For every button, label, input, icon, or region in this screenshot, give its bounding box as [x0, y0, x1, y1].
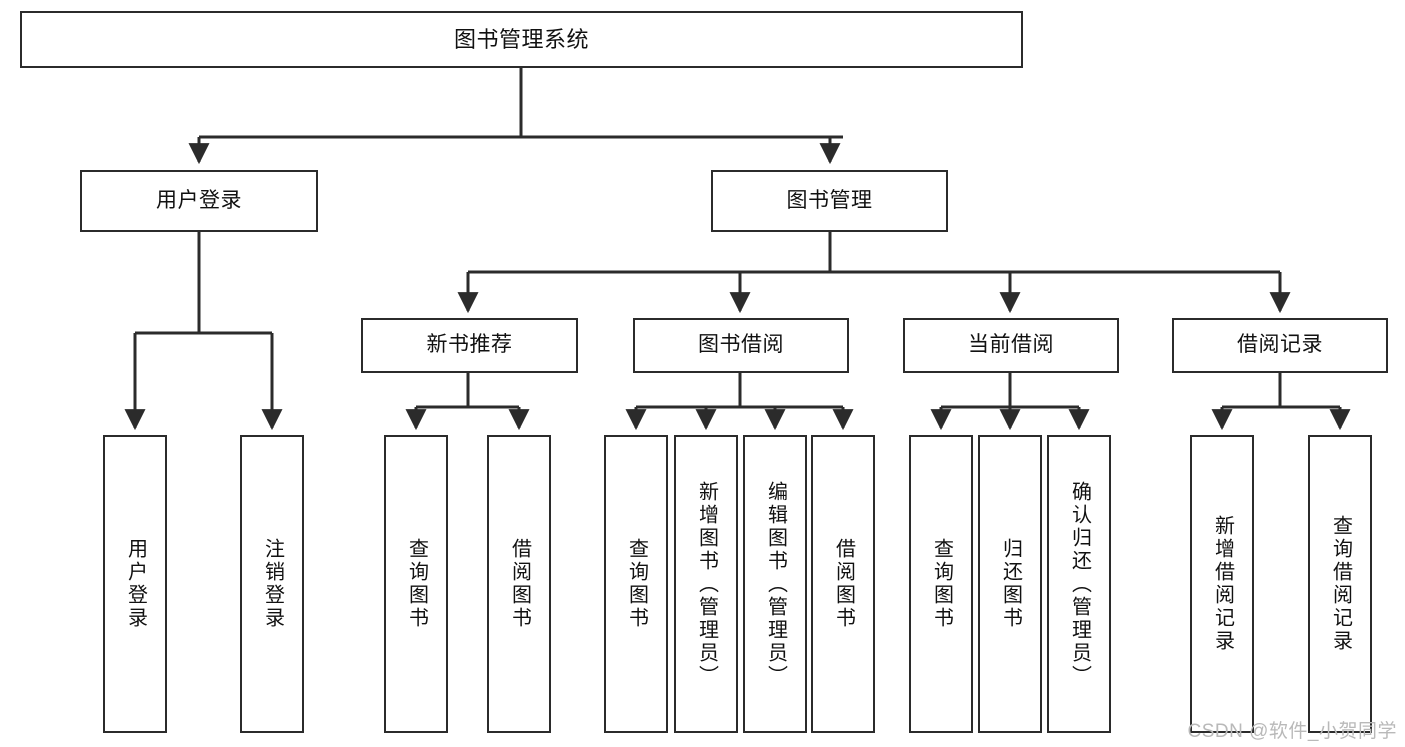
leaf-book-borrow-edit[interactable]: 编辑图书（管理员） [743, 435, 807, 733]
leaf-current-borrow-return[interactable]: 归还图书 [978, 435, 1042, 733]
csdn-watermark: CSDN @软件_小贺同学 [1187, 721, 1397, 742]
node-label: 注销登录 [261, 538, 284, 630]
node-label: 新书推荐 [426, 333, 513, 357]
node-label: 图书管理 [786, 188, 873, 212]
leaf-user-login-login[interactable]: 用户登录 [103, 435, 167, 733]
node-new-book-recommend[interactable]: 新书推荐 [361, 318, 578, 373]
leaf-book-borrow-borrow[interactable]: 借阅图书 [811, 435, 875, 733]
node-label: 图书管理系统 [453, 26, 589, 52]
node-root-system[interactable]: 图书管理系统 [20, 11, 1023, 68]
leaf-user-login-logout[interactable]: 注销登录 [240, 435, 304, 733]
node-label: 借阅图书 [508, 538, 531, 630]
node-label: 用户登录 [124, 538, 147, 630]
node-book-management[interactable]: 图书管理 [711, 170, 948, 232]
node-label: 新增图书（管理员） [695, 480, 718, 688]
node-label: 查询图书 [405, 538, 428, 630]
node-borrow-record[interactable]: 借阅记录 [1172, 318, 1388, 373]
node-label: 用户登录 [156, 188, 242, 212]
node-label: 确认归还（管理员） [1068, 480, 1091, 688]
leaf-new-book-borrow[interactable]: 借阅图书 [487, 435, 551, 733]
node-label: 查询借阅记录 [1329, 515, 1352, 653]
leaf-current-borrow-query[interactable]: 查询图书 [909, 435, 973, 733]
node-label: 新增借阅记录 [1211, 515, 1234, 653]
node-label: 当前借阅 [968, 333, 1054, 357]
node-current-borrow[interactable]: 当前借阅 [903, 318, 1119, 373]
leaf-book-borrow-query[interactable]: 查询图书 [604, 435, 668, 733]
leaf-new-book-query[interactable]: 查询图书 [384, 435, 448, 733]
node-label: 图书借阅 [698, 333, 784, 357]
leaf-book-borrow-add[interactable]: 新增图书（管理员） [674, 435, 738, 733]
node-label: 查询图书 [930, 538, 953, 630]
node-user-login[interactable]: 用户登录 [80, 170, 318, 232]
node-label: 编辑图书（管理员） [764, 480, 787, 688]
node-label: 借阅图书 [832, 538, 855, 630]
leaf-borrow-record-query[interactable]: 查询借阅记录 [1308, 435, 1372, 733]
leaf-current-borrow-confirm-return[interactable]: 确认归还（管理员） [1047, 435, 1111, 733]
leaf-borrow-record-add[interactable]: 新增借阅记录 [1190, 435, 1254, 733]
node-label: 归还图书 [999, 538, 1022, 630]
node-book-borrow[interactable]: 图书借阅 [633, 318, 849, 373]
node-label: 查询图书 [625, 538, 648, 630]
node-label: 借阅记录 [1237, 333, 1323, 357]
